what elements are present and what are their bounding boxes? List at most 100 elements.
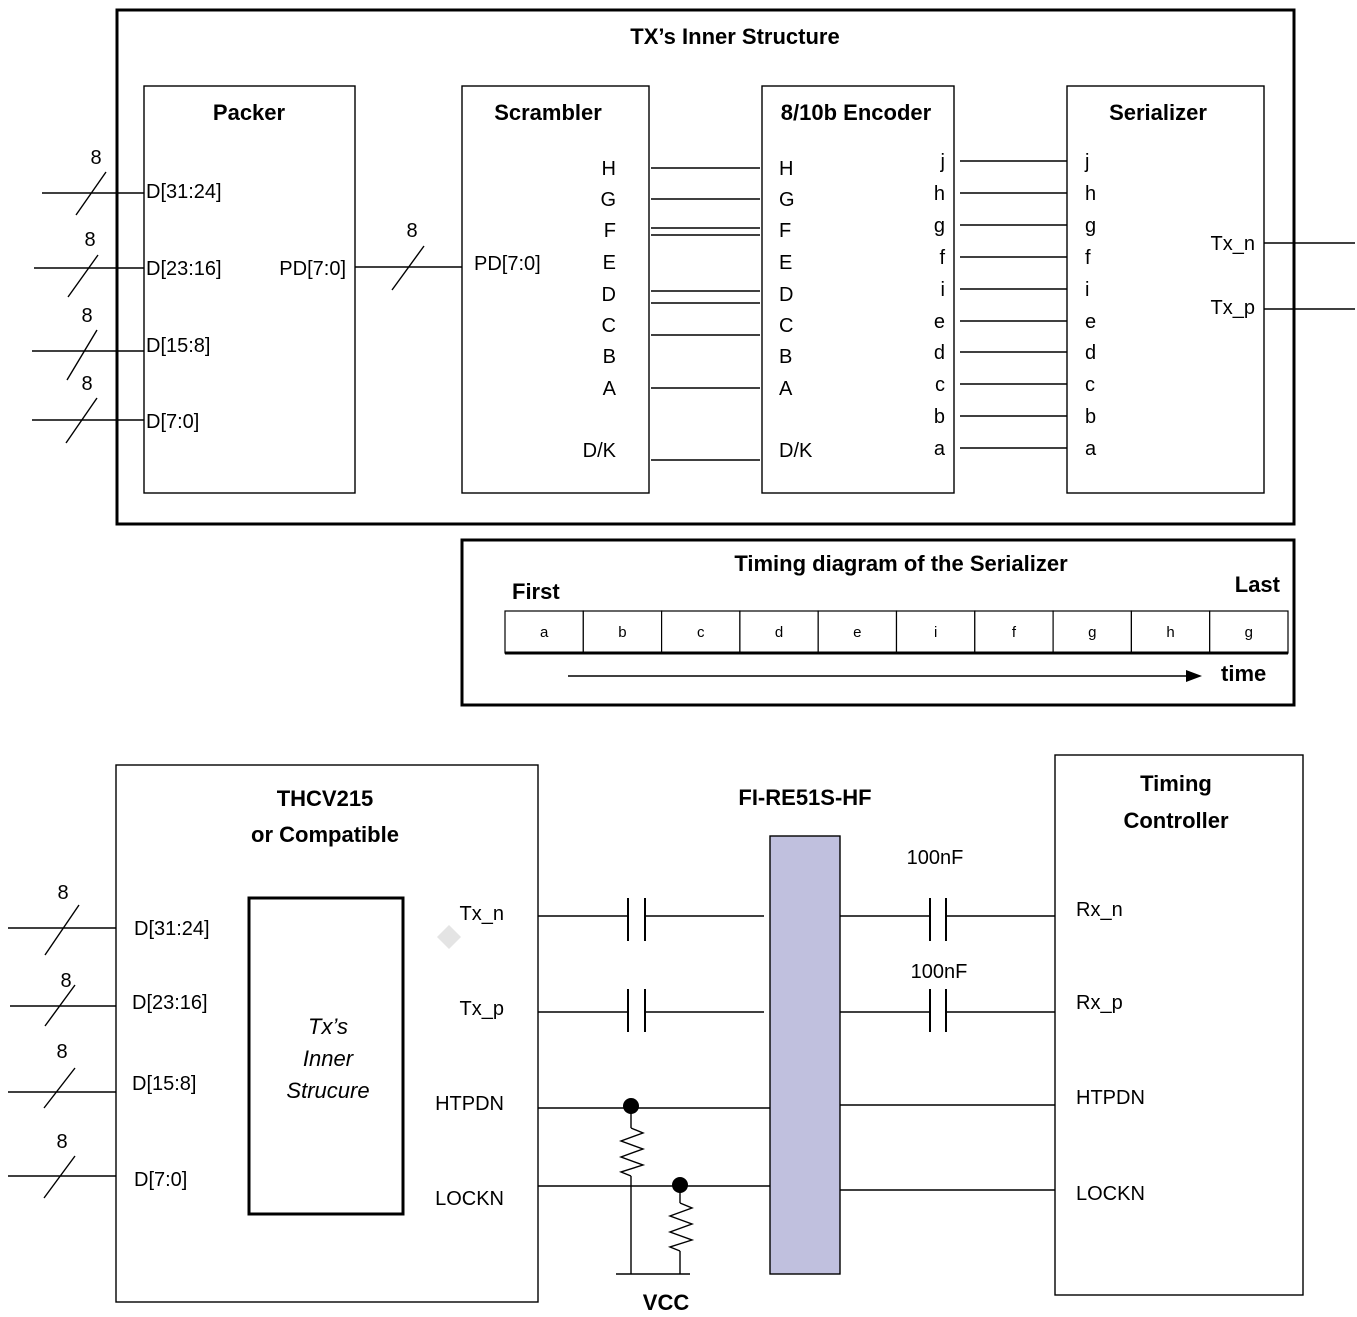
scrambler-output-label: E [603, 252, 616, 274]
bus-width-label: 8 [56, 1041, 67, 1063]
timing-cell [1130, 610, 1211, 654]
encoder-input-label: A [779, 378, 793, 400]
encoder-output-label: c [935, 374, 945, 396]
serializer-input-label: h [1085, 183, 1096, 205]
tx-inner-title: TX’s Inner Structure [630, 24, 839, 49]
serializer-output-label: Tx_p [1211, 297, 1255, 319]
serializer-input-label: i [1085, 279, 1089, 301]
timing-controller-box [1054, 754, 1304, 1296]
tx-inner-structure-panel: TX’s Inner Structure Packer D[31:24] D[2… [32, 8, 1355, 526]
encoder-input-label: F [779, 220, 791, 242]
vcc-label: VCC [643, 1290, 690, 1315]
bus-slash [66, 329, 98, 381]
tx-chip-input-label: D[23:16] [132, 992, 208, 1014]
serializer-box [1066, 85, 1265, 494]
timing-cell [1209, 610, 1289, 654]
encoder-output-label: d [934, 342, 945, 364]
tx-inner-block [247, 896, 405, 1216]
tx-chip-subtitle: or Compatible [251, 822, 399, 847]
timing-cell-label: f [1012, 624, 1017, 641]
tx-chip-input-label: D[15:8] [132, 1073, 196, 1095]
bus-width-label: 8 [406, 220, 417, 242]
encoder-input-label: B [779, 346, 792, 368]
capacitor-value: 100nF [911, 961, 968, 983]
bus-width-label: 8 [84, 229, 95, 251]
encoder-output-label: h [934, 183, 945, 205]
encoder-output-label: g [934, 215, 945, 237]
tx-chip: THCV215 or Compatible Tx’s Inner Strucur… [8, 764, 539, 1303]
tx-inner-frame [115, 8, 1296, 526]
connector-body [769, 835, 841, 1275]
packer-block: Packer D[31:24] D[23:16] D[15:8] D[7:0] … [32, 85, 356, 494]
bus-slash [75, 171, 107, 216]
connector-title: FI-RE51S-HF [738, 785, 871, 810]
packer-input-label: D[7:0] [146, 411, 199, 433]
packer-box [143, 85, 356, 494]
encoder-input-label: H [779, 158, 793, 180]
system-diagram: THCV215 or Compatible Tx’s Inner Strucur… [8, 754, 1304, 1315]
timing-controller: Timing Controller Rx_n Rx_p HTPDN LOCKN [1054, 754, 1304, 1296]
timing-first-label: First [512, 579, 560, 604]
timing-cell-label: e [853, 624, 861, 641]
controller-pin-label: Rx_n [1076, 899, 1123, 921]
packer-output-label: PD[7:0] [279, 258, 346, 280]
timing-cell-label: c [697, 624, 705, 641]
encoder-output-label: j [940, 151, 945, 173]
scrambler-output-label: B [603, 346, 616, 368]
encoder-box [761, 85, 955, 494]
scrambler-output-label: D [602, 284, 616, 306]
tx-chip-output-label: LOCKN [435, 1188, 504, 1210]
packer-input-label: D[31:24] [146, 181, 222, 203]
scrambler-output-label: F [604, 220, 616, 242]
serializer-input-label: c [1085, 374, 1095, 396]
tx-chip-input-label: D[31:24] [134, 918, 210, 940]
bus-slash [44, 984, 76, 1027]
serializer-input-label: j [1084, 151, 1089, 173]
encoder-title: 8/10b Encoder [781, 100, 932, 125]
tx-inner-block-label: Inner [303, 1046, 355, 1071]
timing-diagram-panel: Timing diagram of the Serializer First L… [460, 538, 1296, 707]
bus-width-label: 8 [81, 373, 92, 395]
serializer-input-label: g [1085, 215, 1096, 237]
timing-cell [817, 610, 898, 654]
encoder-output-label: e [934, 311, 945, 333]
encoder-output-label: a [934, 438, 946, 460]
timing-cell-label: h [1166, 624, 1174, 641]
tx-inner-block-label: Tx’s [308, 1014, 348, 1039]
controller-pin-label: LOCKN [1076, 1183, 1145, 1205]
bus-slash [43, 1067, 76, 1109]
scrambler-output-label: C [602, 315, 616, 337]
resistor [667, 1202, 695, 1252]
timing-cell [974, 610, 1054, 654]
scrambler-output-label: G [600, 189, 616, 211]
timing-frame [460, 538, 1296, 707]
tx-inner-block-label: Strucure [286, 1078, 369, 1103]
tx-chip-title: THCV215 [277, 786, 374, 811]
packer-input-label: D[23:16] [146, 258, 222, 280]
serializer-input-label: e [1085, 311, 1096, 333]
timing-cell-label: d [775, 624, 783, 641]
serializer-input-label: b [1085, 406, 1096, 428]
tx-chip-output-label: Tx_n [460, 903, 504, 925]
time-axis-label: time [1221, 661, 1266, 686]
serializer-input-label: a [1085, 438, 1097, 460]
bus-slash [391, 245, 425, 291]
serializer-input-label: d [1085, 342, 1096, 364]
resistor [618, 1127, 646, 1177]
packer-input-label: D[15:8] [146, 335, 210, 357]
timing-cell-label: b [618, 624, 626, 641]
scrambler-input-label: PD[7:0] [474, 253, 541, 275]
serializer-input-label: f [1085, 247, 1091, 269]
bus-slash [44, 904, 80, 956]
timing-cell-label: a [540, 624, 549, 641]
bus-slash [43, 1155, 76, 1199]
bus-slash [67, 254, 99, 298]
tx-chip-input-label: D[7:0] [134, 1169, 187, 1191]
timing-controller-subtitle: Controller [1123, 808, 1229, 833]
bus-width-label: 8 [90, 147, 101, 169]
encoder-input-label: D [779, 284, 793, 306]
encoder-output-label: b [934, 406, 945, 428]
timing-cell [895, 610, 976, 654]
